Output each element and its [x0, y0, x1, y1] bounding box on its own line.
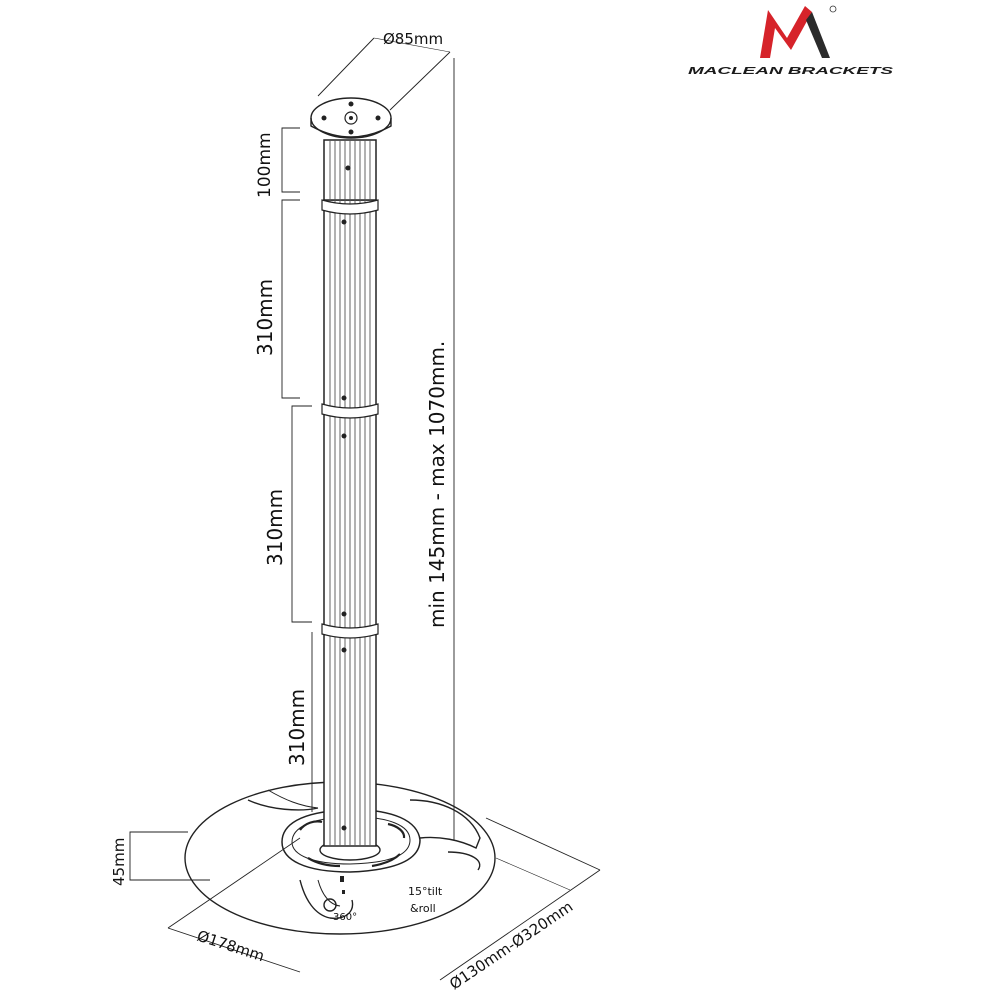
section-1-label: 310mm: [253, 279, 277, 356]
brand-logo: MACLEAN BRACKETS: [688, 5, 893, 77]
base-disc: [184, 781, 496, 935]
telescopic-pole: [310, 97, 392, 847]
rotation-knob: [323, 898, 337, 912]
logo-red-mark: [760, 6, 812, 58]
rotation-label: 360°: [333, 912, 357, 923]
tilt-label: 15°tilt: [408, 885, 443, 898]
roll-label: &roll: [410, 902, 436, 915]
arm-range-label: Ø130mm-Ø320mm: [446, 897, 576, 993]
total-length-label: min 145mm - max 1070mm.: [425, 341, 449, 628]
logo-registered-mark: [829, 5, 837, 13]
section-2-label: 310mm: [263, 489, 287, 566]
plate-diameter-label: Ø178mm: [195, 927, 267, 966]
top-section-label: 100mm: [255, 132, 275, 198]
logo-dark-mark: [806, 12, 830, 58]
section-3-label: 310mm: [285, 689, 309, 766]
brand-name: MACLEAN BRACKETS: [688, 65, 893, 77]
mount-height-label: 45mm: [110, 838, 128, 886]
top-plate-diameter-label: Ø85mm: [383, 30, 443, 48]
dimension-lines: [129, 37, 601, 981]
